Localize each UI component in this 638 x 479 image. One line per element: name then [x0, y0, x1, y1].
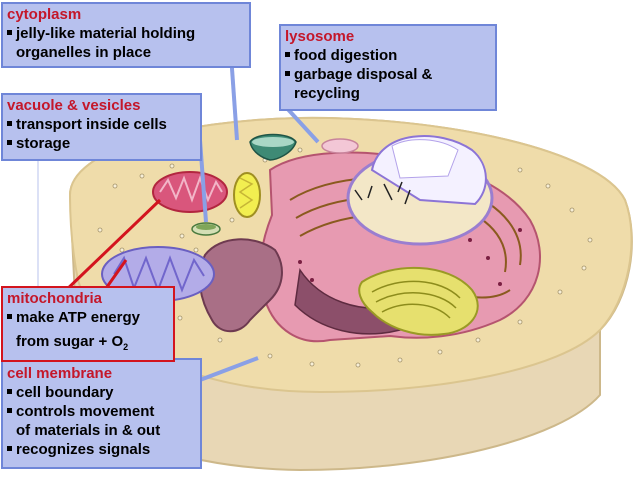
golgi-apparatus — [358, 266, 479, 336]
cytoplasm-line-1: jelly-like material holding — [16, 25, 196, 42]
membrane-line-3: of materials in & out — [16, 422, 161, 439]
bullet-icon — [7, 445, 12, 451]
mitochondria-title: mitochondria — [7, 290, 103, 307]
vacuole — [249, 133, 297, 161]
lysosome-line-3: recycling — [294, 85, 360, 102]
nucleus — [346, 135, 494, 246]
mitochondria-line-2: from sugar + O — [16, 333, 124, 350]
lysosome-title: lysosome — [285, 28, 355, 45]
vacuole-line-2: storage — [16, 135, 71, 152]
lysosome — [321, 138, 359, 154]
vacuole-label-box: vacuole & vesicles transport inside cell… — [1, 93, 202, 161]
cell-membrane-label-box: cell membrane cell boundary controls mov… — [1, 358, 202, 469]
bullet-icon — [7, 313, 12, 319]
mitochondria-line-1: make ATP energy — [16, 309, 140, 326]
oxygen-subscript: 2 — [123, 342, 129, 352]
lysosome-line-2: garbage disposal & — [294, 66, 433, 83]
bullet-icon — [7, 139, 12, 145]
bullet-icon — [285, 70, 290, 76]
bullet-icon — [7, 407, 12, 413]
membrane-line-4: recognizes signals — [16, 441, 151, 458]
membrane-line-1: cell boundary — [16, 384, 114, 401]
vacuole-line-1: transport inside cells — [16, 116, 167, 133]
vacuole-title: vacuole & vesicles — [7, 97, 141, 114]
mitochondrion-yellow — [233, 172, 261, 218]
membrane-title: cell membrane — [7, 365, 113, 382]
mitochondrion-upper — [152, 171, 228, 213]
cytoplasm-title: cytoplasm — [7, 6, 82, 23]
vesicle — [191, 222, 221, 236]
lysosome-line-1: food digestion — [294, 47, 398, 64]
cytoplasm-label-box: cytoplasm jelly-like material holding or… — [1, 2, 251, 68]
bullet-icon — [7, 388, 12, 394]
lysosome-label-box: lysosome food digestion garbage disposal… — [279, 24, 497, 111]
bullet-icon — [285, 51, 290, 57]
mitochondria-label-box: mitochondria make ATP energy from sugar … — [1, 286, 175, 362]
bullet-icon — [7, 120, 12, 126]
bullet-icon — [7, 29, 12, 35]
membrane-line-2: controls movement — [16, 403, 155, 420]
cytoplasm-line-2: organelles in place — [16, 44, 152, 61]
